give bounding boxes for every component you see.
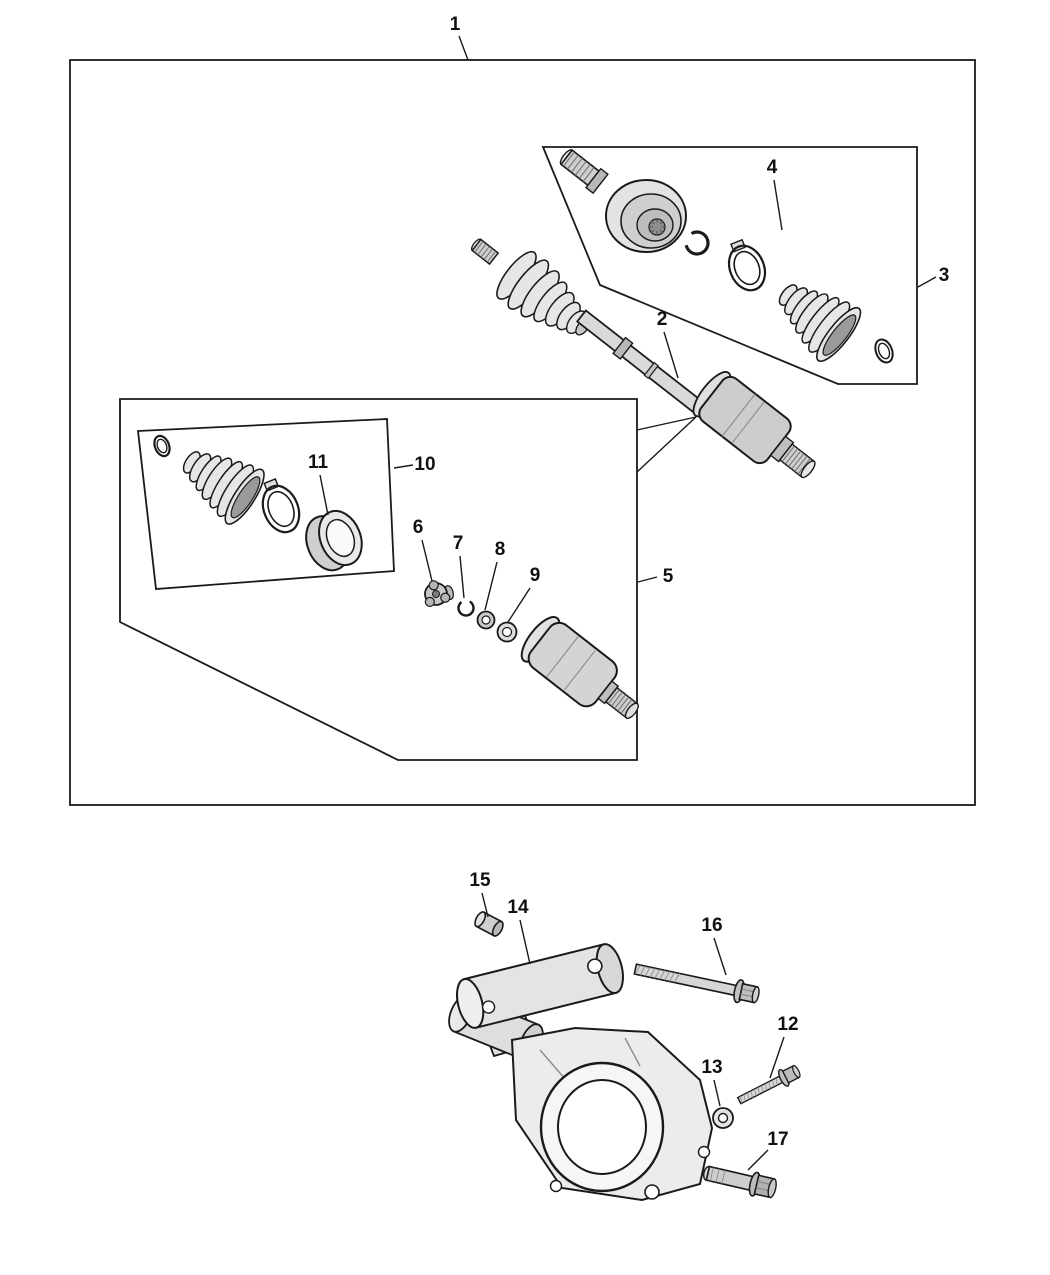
callout-7-leader bbox=[459, 555, 465, 599]
callout-2-leader bbox=[663, 331, 679, 379]
callout-15-leader bbox=[481, 892, 489, 918]
callout-5: 5 bbox=[663, 566, 674, 587]
callout-17-leader bbox=[747, 1149, 769, 1171]
outer-cv-joint bbox=[559, 149, 687, 253]
callout-3: 3 bbox=[939, 265, 950, 286]
callout-13-leader bbox=[713, 1079, 721, 1107]
shank-rings bbox=[709, 1167, 726, 1184]
thread-hatch bbox=[634, 964, 680, 983]
callout-8-leader bbox=[484, 561, 498, 611]
callout-11-leader bbox=[319, 474, 329, 516]
callout-10: 10 bbox=[414, 454, 435, 475]
callout-12: 12 bbox=[777, 1014, 798, 1035]
washer-ring bbox=[476, 610, 496, 630]
inner-cv-joint bbox=[520, 616, 639, 719]
bracket-assembly bbox=[448, 911, 801, 1202]
dowel-pin bbox=[474, 911, 504, 937]
shoulder-bolt bbox=[702, 1165, 777, 1199]
callout-3-leader bbox=[917, 276, 937, 288]
bore-spline-ticks bbox=[649, 219, 665, 235]
outer-boot-kit bbox=[684, 230, 894, 364]
outer-boundary-box bbox=[69, 59, 976, 806]
callout-12-leader bbox=[769, 1036, 785, 1079]
long-bolt bbox=[633, 963, 760, 1004]
shaft-spline-tip bbox=[470, 238, 500, 266]
callout-6-leader bbox=[421, 539, 433, 582]
inner-cv-boot bbox=[182, 451, 265, 525]
callout-14: 14 bbox=[507, 897, 529, 918]
box5-pointer-line-a bbox=[636, 416, 697, 431]
bracket-tab-hole-c bbox=[549, 1179, 563, 1193]
bracket-tab-hole-a bbox=[644, 1184, 660, 1200]
mount-bracket bbox=[448, 943, 714, 1202]
inner-joint-kit-box bbox=[119, 398, 638, 761]
callout-13: 13 bbox=[701, 1057, 722, 1078]
shaft-bar bbox=[575, 309, 711, 419]
boot-clamp-large bbox=[727, 238, 767, 292]
callout-11: 11 bbox=[308, 452, 329, 473]
spider-bushing bbox=[424, 580, 454, 607]
spline-hatch bbox=[563, 151, 595, 182]
callout-7: 7 bbox=[453, 533, 464, 554]
inner-boot-kit bbox=[153, 434, 363, 572]
callout-17: 17 bbox=[767, 1129, 788, 1150]
snap-ring-small bbox=[457, 599, 475, 617]
callout-1: 1 bbox=[450, 14, 461, 35]
spline-hatch bbox=[781, 445, 811, 475]
bracket-rib-b bbox=[624, 1037, 641, 1067]
boot-clamp-small bbox=[874, 338, 894, 364]
spline-hatch bbox=[607, 689, 636, 717]
small-parts-row bbox=[424, 580, 518, 643]
housing-bands bbox=[721, 393, 765, 444]
callout-4: 4 bbox=[767, 157, 778, 178]
short-bolt bbox=[736, 1064, 801, 1105]
callout-8: 8 bbox=[495, 539, 506, 560]
callout-6: 6 bbox=[413, 517, 424, 538]
callouts: 1 2 3 4 5 6 7 8 9 10 11 12 13 14 15 16 1 bbox=[308, 14, 950, 1171]
outer-cv-boot bbox=[778, 284, 862, 362]
seal-ring bbox=[153, 434, 171, 458]
callout-16-leader bbox=[713, 937, 727, 976]
callout-2: 2 bbox=[657, 309, 668, 330]
axle-boot bbox=[496, 250, 591, 336]
callout-14-leader bbox=[519, 919, 531, 965]
inner-boot-clamp bbox=[261, 478, 301, 534]
bracket-upper-boss bbox=[456, 943, 624, 1029]
outer-joint-stub-shaft bbox=[559, 149, 609, 195]
callout-9: 9 bbox=[530, 565, 541, 586]
axle-shaft bbox=[470, 238, 816, 479]
callout-15: 15 bbox=[469, 870, 491, 891]
callout-5-leader bbox=[637, 576, 658, 583]
bracket-rib-a bbox=[539, 1049, 567, 1081]
washer bbox=[712, 1107, 734, 1129]
callout-9-leader bbox=[507, 587, 531, 623]
inner-joint-housing bbox=[692, 371, 816, 479]
thread-hatch bbox=[739, 1077, 778, 1104]
retainer-ring bbox=[496, 621, 518, 643]
box5-pointer-line-b bbox=[636, 416, 697, 473]
bracket-tab-hole-b bbox=[697, 1145, 711, 1159]
snap-ring bbox=[684, 230, 710, 256]
boot-kit-box bbox=[136, 418, 395, 590]
callout-4-leader bbox=[773, 179, 783, 231]
callout-10-leader bbox=[393, 464, 414, 469]
callout-16: 16 bbox=[701, 915, 722, 936]
outer-joint-kit-box bbox=[541, 146, 918, 385]
callout-1-leader bbox=[458, 35, 469, 61]
spline-hatch bbox=[474, 241, 497, 263]
pointer-lines bbox=[636, 416, 697, 473]
bracket-bore-inner bbox=[557, 1079, 647, 1175]
boot-end-cap bbox=[305, 509, 363, 572]
joint-face-lines bbox=[546, 635, 596, 691]
